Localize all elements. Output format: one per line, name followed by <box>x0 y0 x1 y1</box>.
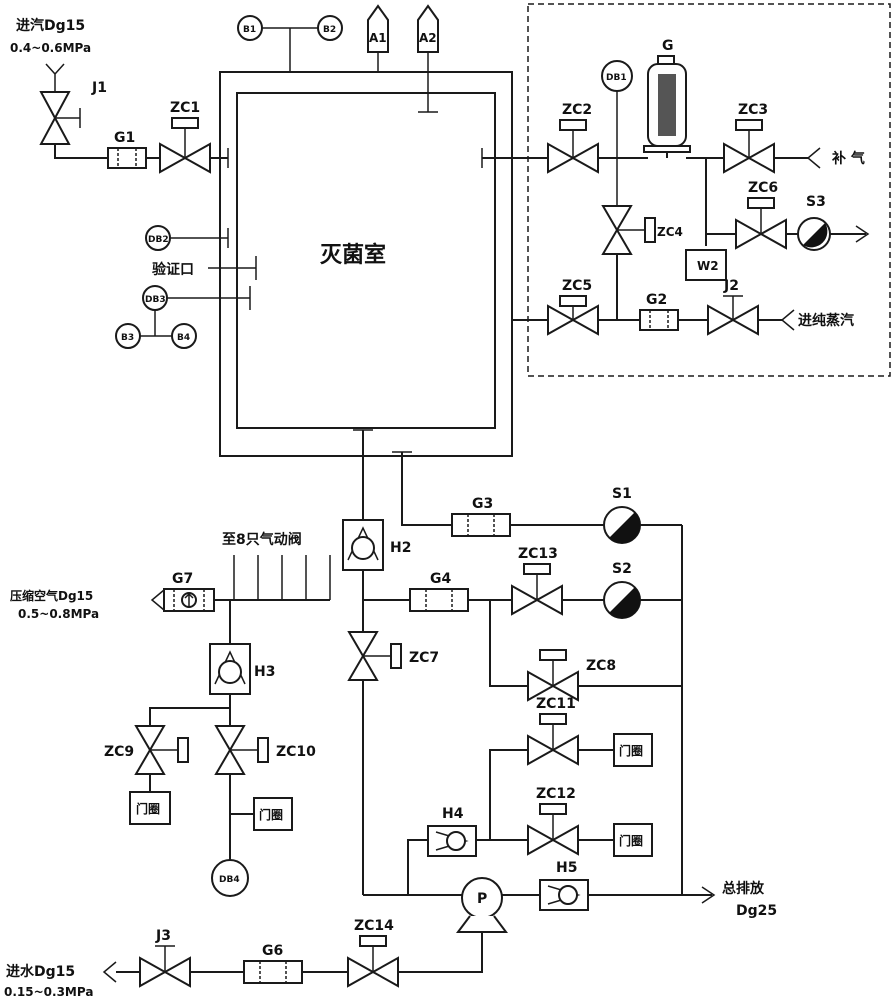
tag-zc6: ZC6 <box>748 180 778 196</box>
tag-b2: B2 <box>323 25 336 35</box>
tag-zc3: ZC3 <box>738 102 768 118</box>
chamber-label: 灭菌室 <box>320 242 386 268</box>
tag-db3: DB3 <box>145 295 166 305</box>
actuator-zc7 <box>391 644 401 668</box>
actuator-zc8 <box>540 650 566 660</box>
make-up-air-arrow <box>808 148 820 168</box>
tag-g: G <box>662 38 674 54</box>
compressed-air-pressure: 0.5~0.8MPa <box>18 607 99 621</box>
water-inlet-label: 进水Dg15 <box>6 963 75 980</box>
tag-zc10: ZC10 <box>276 744 316 760</box>
filter-g3 <box>452 514 510 536</box>
tag-g2: G2 <box>646 292 667 308</box>
tag-zc1: ZC1 <box>170 100 200 116</box>
filter-g-cartridge <box>658 74 676 136</box>
tag-zc12: ZC12 <box>536 786 576 802</box>
pure-steam-arrow <box>782 310 794 330</box>
pure-steam-label: 进纯蒸汽 <box>798 312 854 329</box>
tag-a2: A2 <box>419 31 437 45</box>
water-inlet-arrow <box>104 962 116 982</box>
tag-s3: S3 <box>806 194 826 210</box>
compressed-air-label: 压缩空气Dg15 <box>10 588 93 603</box>
tag-zc8: ZC8 <box>586 658 616 674</box>
actuator-zc5 <box>560 296 586 306</box>
actuator-zc2 <box>560 120 586 130</box>
inlet-arrow <box>46 64 64 92</box>
tag-s1: S1 <box>612 486 632 502</box>
tag-zc5: ZC5 <box>562 278 592 294</box>
actuator-zc9 <box>178 738 188 762</box>
door-seal-label-4: 门圈 <box>259 807 283 822</box>
compressed-air-arrow <box>152 590 164 610</box>
tag-h5: H5 <box>556 860 577 876</box>
pneumatic-note: 至8只气动阀 <box>222 531 302 548</box>
pump-p-base <box>458 916 506 932</box>
filter-g1 <box>108 148 146 168</box>
tag-g6: G6 <box>262 943 283 959</box>
tag-db4: DB4 <box>219 875 240 885</box>
steam-inlet-pressure: 0.4~0.6MPa <box>10 41 91 55</box>
tag-db1: DB1 <box>606 73 627 83</box>
tag-j3: J3 <box>155 928 171 944</box>
actuator-zc3 <box>736 120 762 130</box>
actuator-zc12 <box>540 804 566 814</box>
tag-zc2: ZC2 <box>562 102 592 118</box>
door-seal-label-2: 门圈 <box>619 833 643 848</box>
tag-g3: G3 <box>472 496 493 512</box>
actuator-zc11 <box>540 714 566 724</box>
filter-g6 <box>244 961 302 983</box>
actuator-zc14 <box>360 936 386 946</box>
tag-g4: G4 <box>430 571 451 587</box>
filter-g2 <box>640 310 678 330</box>
tag-zc4: ZC4 <box>657 225 683 239</box>
tag-b4: B4 <box>177 333 190 343</box>
tag-zc13: ZC13 <box>518 546 558 562</box>
tag-h3: H3 <box>254 664 275 680</box>
water-inlet-pressure: 0.15~0.3MPa <box>4 985 93 999</box>
actuator-zc13 <box>524 564 550 574</box>
tag-g1: G1 <box>114 130 135 146</box>
tag-p: P <box>477 891 487 907</box>
tag-zc14: ZC14 <box>354 918 394 934</box>
actuator-zc4 <box>645 218 655 242</box>
actuator-zc6 <box>748 198 774 208</box>
tag-j2: J2 <box>723 278 739 294</box>
tag-a1: A1 <box>369 31 387 45</box>
tag-h2: H2 <box>390 540 411 556</box>
tag-zc11: ZC11 <box>536 696 576 712</box>
tag-w2: W2 <box>697 259 719 273</box>
actuator-zc10 <box>258 738 268 762</box>
tag-zc9: ZC9 <box>104 744 134 760</box>
tag-b3: B3 <box>121 333 134 343</box>
filter-g-base <box>644 146 690 152</box>
outlet-label: 总排放 <box>722 880 765 897</box>
sensor-a2 <box>418 6 438 52</box>
steam-inlet-label: 进汽Dg15 <box>16 17 85 34</box>
make-up-air-label: 补 气 <box>831 150 865 167</box>
filter-g4 <box>410 589 468 611</box>
verify-port-label: 验证口 <box>152 261 194 278</box>
tag-db2: DB2 <box>148 235 169 245</box>
actuator-zc1 <box>172 118 198 128</box>
outlet-size: Dg25 <box>736 903 777 919</box>
door-seal-label-1: 门圈 <box>619 743 643 758</box>
tag-h4: H4 <box>442 806 464 822</box>
door-seal-label-3: 门圈 <box>136 801 160 816</box>
sensor-a1 <box>368 6 388 52</box>
tag-g7: G7 <box>172 571 193 587</box>
tag-s2: S2 <box>612 561 632 577</box>
tag-zc7: ZC7 <box>409 650 439 666</box>
tag-j1: J1 <box>91 80 107 96</box>
tag-b1: B1 <box>243 25 256 35</box>
filter-g-cap <box>658 56 674 64</box>
